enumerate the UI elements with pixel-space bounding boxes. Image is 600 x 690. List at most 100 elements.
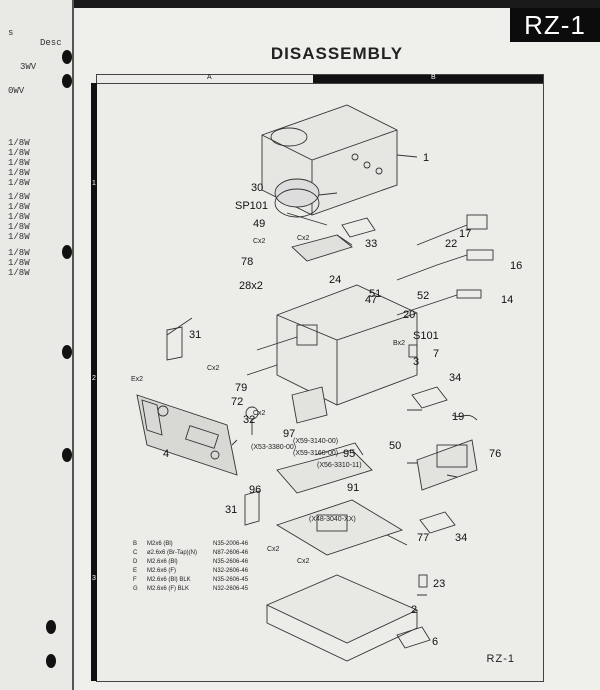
screw-desc: M2.6x6 (Bl) xyxy=(147,559,178,565)
screw-code: B xyxy=(133,541,137,547)
label-part-24: 24 xyxy=(329,274,341,286)
label-pcb-d: (X56-3310-11) xyxy=(317,462,362,469)
left-page-line: 1/8W xyxy=(8,248,30,258)
label-part-97: 97 xyxy=(283,428,295,440)
label-cx2: Cx2 xyxy=(253,410,266,417)
label-pcb-c: (X59-3160-00) xyxy=(293,450,338,457)
diagram-frame: A B 1 2 3 xyxy=(91,74,544,682)
left-page-line: 1/8W xyxy=(8,202,30,212)
left-page-line: 1/8W xyxy=(8,232,30,242)
grid-row-2: 2 xyxy=(92,375,96,382)
model-tag: RZ-1 xyxy=(510,8,600,42)
label-part-52: 52 xyxy=(417,290,429,302)
label-pcb-b: (X59-3140-00) xyxy=(293,438,338,445)
label-part-16: 16 xyxy=(510,260,522,272)
screw-desc: M2.6x6 (F) xyxy=(147,568,176,574)
screw-part-no: N35-2606-45 xyxy=(213,577,249,583)
left-page-line: 1/8W xyxy=(8,258,30,268)
binder-hole xyxy=(46,620,56,634)
grid-side-bar xyxy=(91,83,97,681)
label-part-91: 91 xyxy=(347,482,359,494)
screw-part-no: N35-2606-46 xyxy=(213,559,249,565)
label-part-76: 76 xyxy=(489,448,501,460)
grid-row-1: 1 xyxy=(92,180,96,187)
screw-part-no: N32-2606-46 xyxy=(213,568,249,574)
label-part-30: 30 xyxy=(251,182,263,194)
label-part-6: 6 xyxy=(432,636,438,648)
label-cx2: Cx2 xyxy=(297,235,310,242)
label-cx2: Cx2 xyxy=(253,238,266,245)
label-part-33: 33 xyxy=(365,238,377,250)
left-page-line: 0WV xyxy=(8,86,25,96)
label-part-96: 96 xyxy=(249,484,261,496)
screw-code: F xyxy=(133,577,137,583)
left-page-line: 1/8W xyxy=(8,178,30,188)
left-page-line: 1/8W xyxy=(8,212,30,222)
label-part-51: 51 xyxy=(369,288,381,300)
label-part-22: 22 xyxy=(445,238,457,250)
label-part-34b: 34 xyxy=(455,532,467,544)
label-part-2: 2 xyxy=(411,604,417,616)
grid-top-bar: A B xyxy=(97,74,543,84)
part-labels: 1 2 3 4 6 7 14 16 17 19 20 22 23 24 28x2… xyxy=(163,152,522,648)
grid-row-3: 3 xyxy=(92,575,96,582)
screw-part-no: N35-2006-46 xyxy=(213,541,249,547)
label-part-77: 77 xyxy=(417,532,429,544)
label-part-49: 49 xyxy=(253,218,265,230)
label-part-28: 28x2 xyxy=(239,280,263,292)
left-page-line: 3WV xyxy=(20,62,37,72)
label-bx2: Bx2 xyxy=(393,340,405,347)
grid-col-a: A xyxy=(207,74,212,81)
label-ex2: Ex2 xyxy=(131,376,143,383)
label-part-23: 23 xyxy=(433,578,445,590)
screw-desc: ø2.6x6 (Br-Tap)(N) xyxy=(147,550,197,556)
label-sp101: SP101 xyxy=(235,200,268,212)
screw-desc: M2.6x6 (Bl) BLK xyxy=(147,577,191,583)
left-page-line: 1/8W xyxy=(8,168,30,178)
screw-code: C xyxy=(133,550,138,556)
left-page-line: s xyxy=(8,28,14,38)
frame-footer: RZ-1 xyxy=(486,653,515,665)
label-part-72: 72 xyxy=(231,396,243,408)
binder-hole xyxy=(62,74,72,88)
screw-code: G xyxy=(133,586,138,592)
label-part-14: 14 xyxy=(501,294,513,306)
label-part-3: 3 xyxy=(413,356,419,368)
exploded-view-diagram: 1 2 3 4 6 7 14 16 17 19 20 22 23 24 28x2… xyxy=(131,104,522,662)
screw-desc: M2.6x6 (F) BLK xyxy=(147,586,189,592)
label-part-95: 95 xyxy=(343,448,355,460)
label-part-7: 7 xyxy=(433,348,439,360)
label-part-31b: 31 xyxy=(225,504,237,516)
label-part-19: 19 xyxy=(452,411,464,423)
binder-hole xyxy=(62,345,72,359)
label-pcb-e: (X48-3040-XX) xyxy=(309,516,356,523)
manual-page: RZ-1 DISASSEMBLY A B 1 2 3 xyxy=(74,8,600,690)
label-part-20: 20 xyxy=(403,309,415,321)
label-part-47: 47 xyxy=(365,294,377,306)
label-part-78: 78 xyxy=(241,256,253,268)
binder-hole xyxy=(62,50,72,64)
label-cx2: Cx2 xyxy=(267,546,280,553)
label-part-79: 79 xyxy=(235,382,247,394)
left-page-line: 1/8W xyxy=(8,138,30,148)
screw-code: E xyxy=(133,568,137,574)
binder-hole xyxy=(62,245,72,259)
label-part-4: 4 xyxy=(163,448,169,460)
left-page-line: 1/8W xyxy=(8,158,30,168)
screw-code: D xyxy=(133,559,138,565)
binder-hole xyxy=(46,654,56,668)
left-page-line: 1/8W xyxy=(8,148,30,158)
label-cx2: Cx2 xyxy=(207,365,220,372)
screw-desc: M2x6 (Bl) xyxy=(147,541,173,547)
label-part-1: 1 xyxy=(423,152,429,164)
label-part-50: 50 xyxy=(389,440,401,452)
label-pcb-a: (X53-3380-00) xyxy=(251,444,296,451)
label-s101: S101 xyxy=(413,330,439,342)
left-page-line: 1/8W xyxy=(8,192,30,202)
label-part-17: 17 xyxy=(459,228,471,240)
label-cx2: Cx2 xyxy=(297,558,310,565)
label-part-32: 32 xyxy=(243,414,255,426)
left-page-line: 1/8W xyxy=(8,268,30,278)
